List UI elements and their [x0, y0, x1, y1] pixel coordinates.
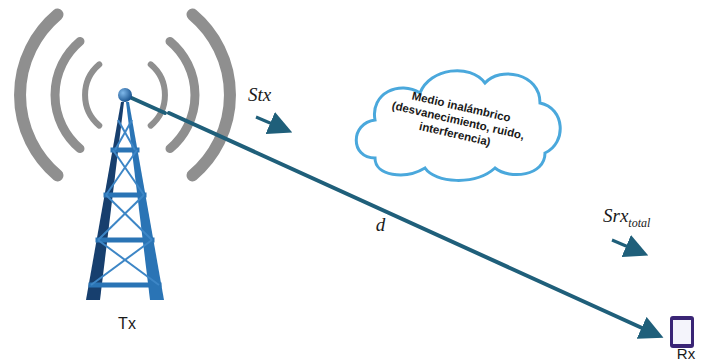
- station-label: Rx: [664, 345, 708, 362]
- signal-name: Stx: [248, 84, 271, 106]
- radio-waves: [20, 15, 230, 176]
- station-label: Tx: [85, 315, 169, 333]
- signal-name-group: Srxtotal: [603, 205, 650, 227]
- transmitter-tower: Tx: [85, 88, 169, 333]
- signal-subscript: total: [628, 216, 650, 230]
- signal-name: Srx: [603, 205, 628, 226]
- phone-icon: [670, 316, 694, 348]
- wireless-medium-cloud: Medio inalámbrico (desvanecimiento, ruid…: [345, 58, 570, 183]
- signal-arrow: [612, 240, 640, 252]
- signal-arrow: [256, 117, 284, 129]
- receiver-phone: Rx: [664, 314, 708, 362]
- distance-label: d: [374, 214, 388, 236]
- tower: [86, 88, 165, 300]
